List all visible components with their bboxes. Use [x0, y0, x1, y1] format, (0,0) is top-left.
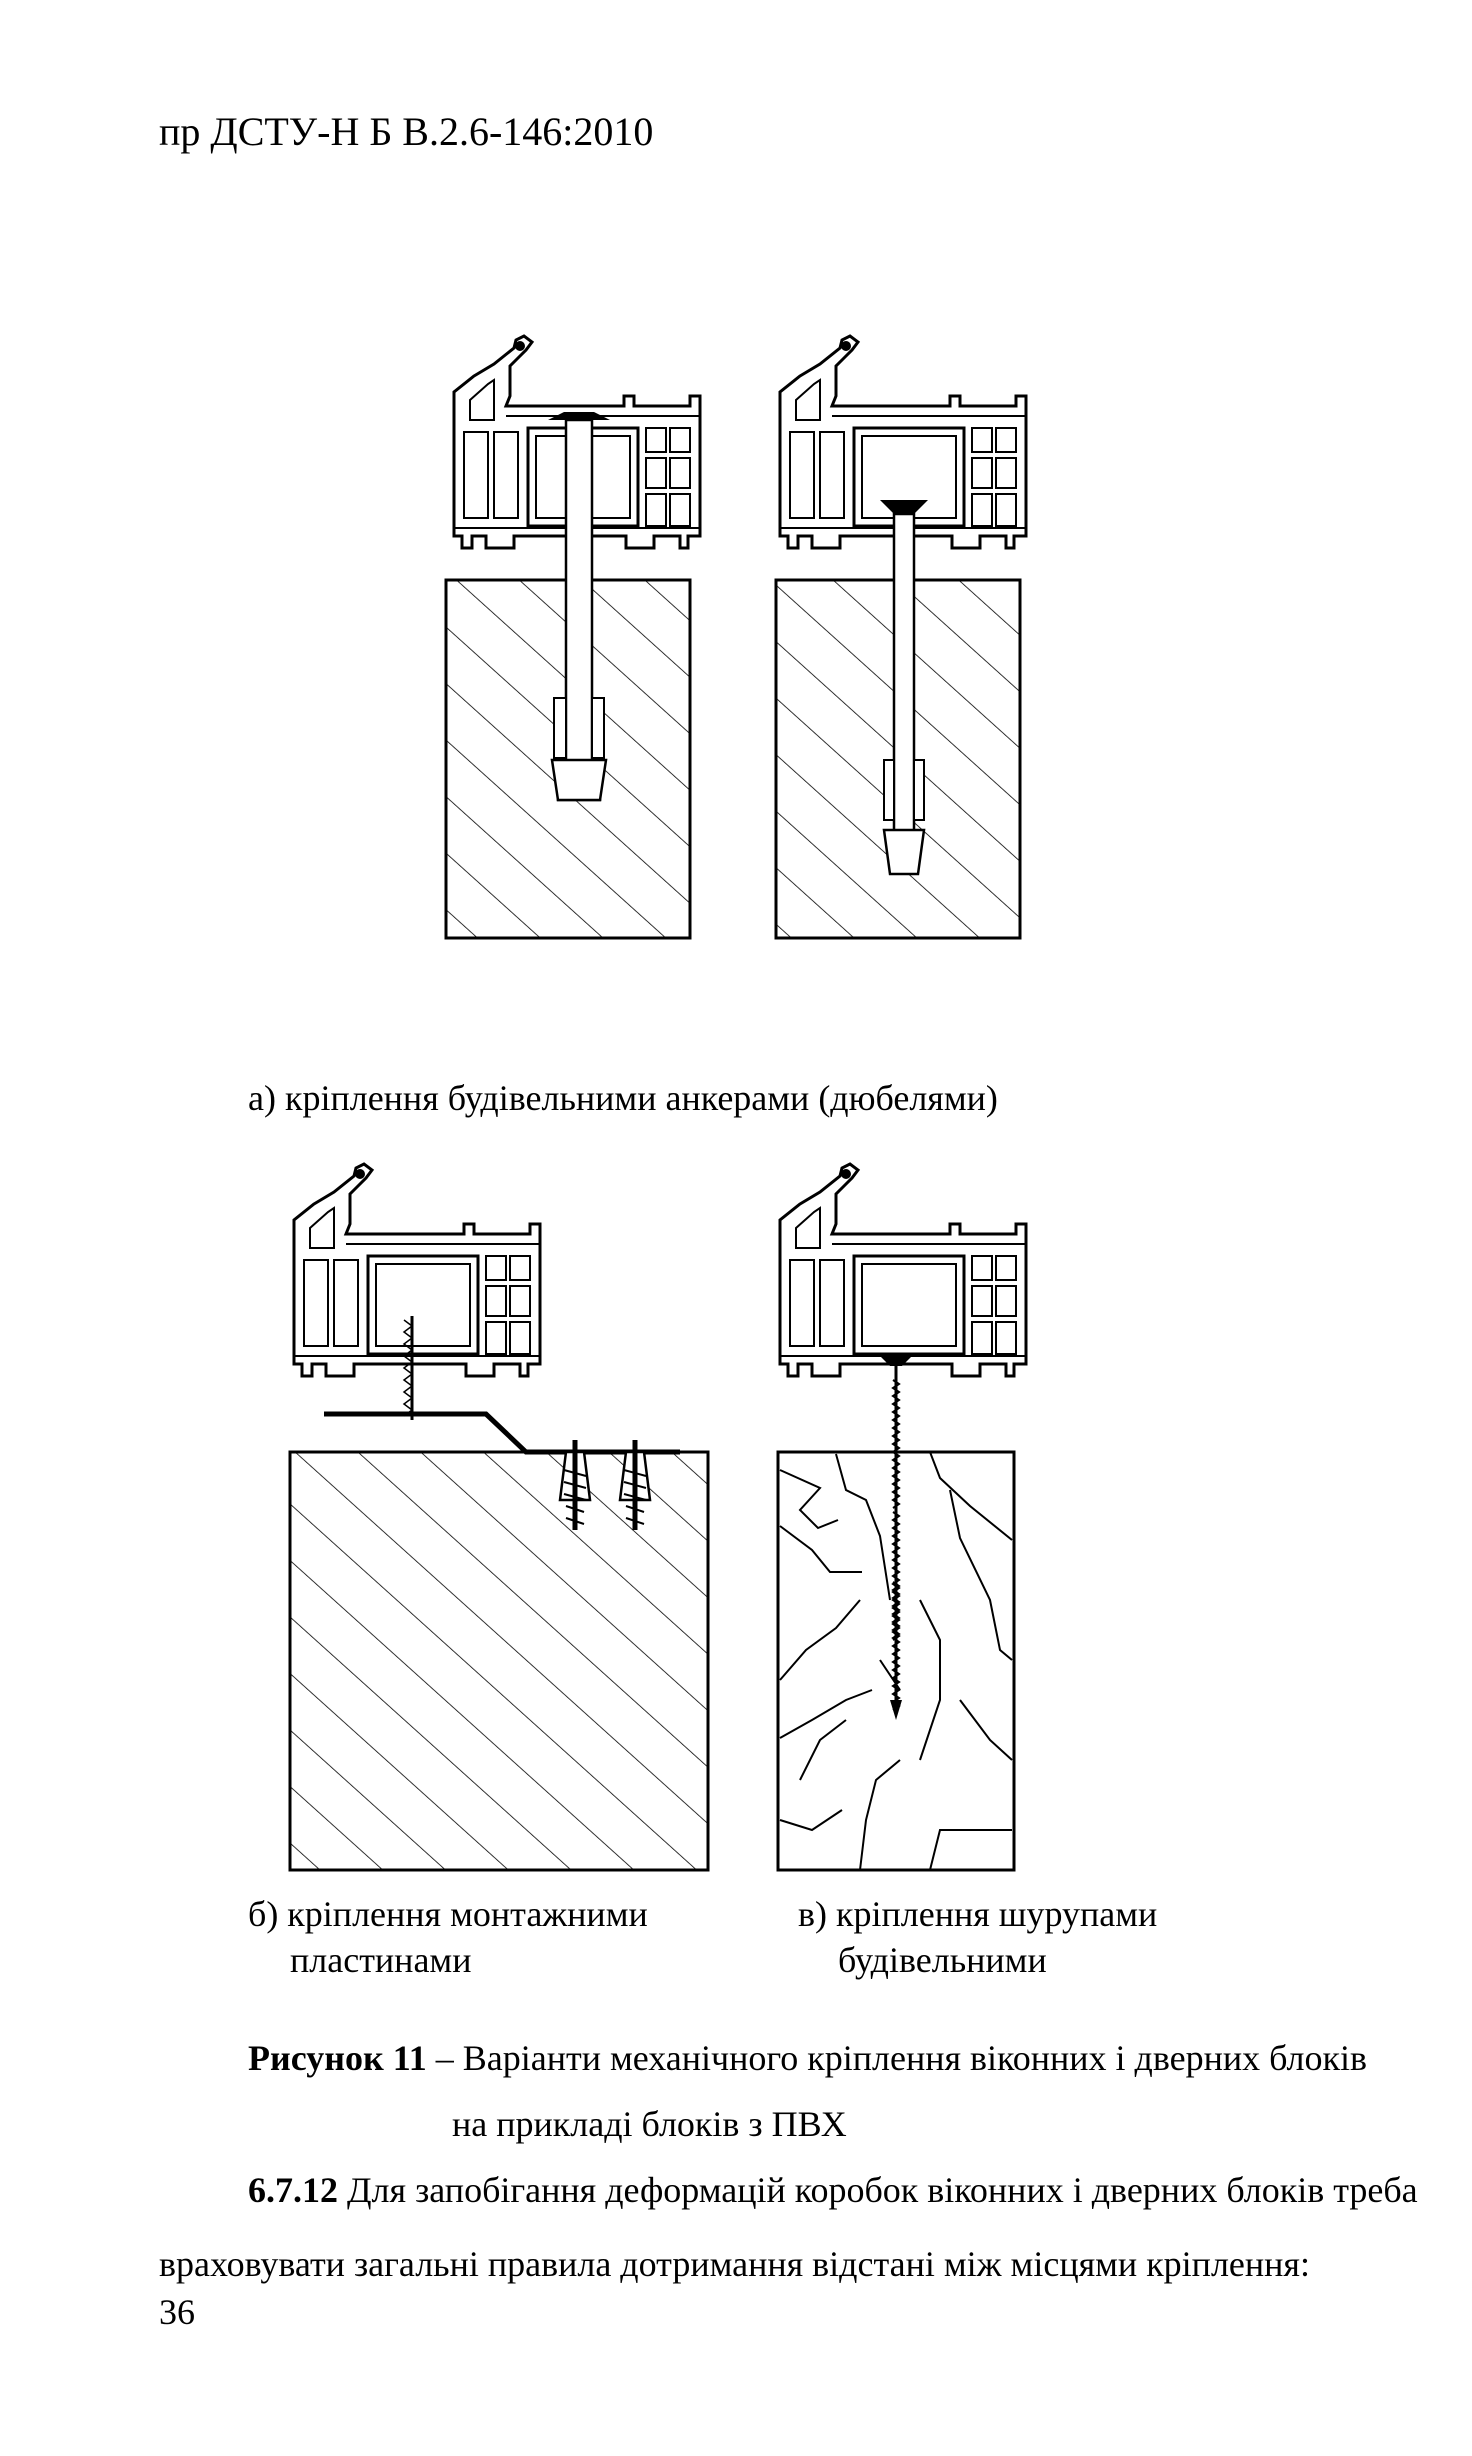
- figure-label: Рисунок 11: [248, 2038, 427, 2078]
- clause-line2: враховувати загальні правила дотримання …: [159, 2244, 1310, 2284]
- figure-title-dash: –: [435, 2038, 454, 2078]
- clause-text-line1: Для запобігання деформацій коробок вікон…: [347, 2170, 1418, 2210]
- caption-c-line2: будівельними: [838, 1940, 1047, 1980]
- page-number: 36: [159, 2292, 195, 2332]
- caption-a: а) кріплення будівельними анкерами (дюбе…: [248, 1078, 998, 1118]
- clause-line1: 6.7.12 Для запобігання деформацій коробо…: [248, 2172, 1418, 2208]
- document-code: пр ДСТУ-Н Б В.2.6-146:2010: [159, 109, 654, 154]
- drawing-a1: [444, 334, 702, 940]
- caption-b-line1: б) кріплення монтажними: [248, 1894, 648, 1934]
- drawing-a2: [774, 334, 1028, 940]
- caption-b-line2: пластинами: [290, 1940, 472, 1980]
- figure-title-text: Варіанти механічного кріплення віконних …: [462, 2038, 1368, 2078]
- figure-title-line1: Рисунок 11 – Варіанти механічного кріпле…: [248, 2040, 1367, 2076]
- caption-c-line1: в) кріплення шурупами: [798, 1894, 1158, 1934]
- drawing-b: [288, 1162, 710, 1872]
- figure-title-line2: на прикладі блоків з ПВХ: [452, 2104, 847, 2144]
- clause-number: 6.7.12: [248, 2170, 338, 2210]
- drawing-c: [776, 1162, 1028, 1872]
